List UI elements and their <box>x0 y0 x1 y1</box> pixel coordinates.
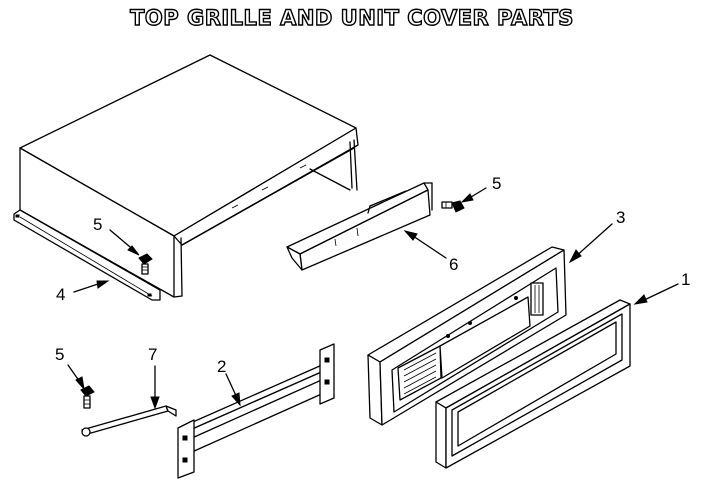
callout-1: 1 <box>681 270 690 289</box>
support-rail <box>177 343 335 479</box>
screw-top <box>138 253 153 275</box>
callout-2: 2 <box>217 357 226 376</box>
grille-bezel <box>435 299 631 469</box>
screw-rear <box>441 200 465 213</box>
grille-frame <box>367 246 567 426</box>
callout-3: 3 <box>616 208 625 227</box>
unit-cover <box>13 54 359 301</box>
vent-slots <box>397 345 442 401</box>
callout-7: 7 <box>148 345 157 364</box>
callout-5-rail-screw: 5 <box>55 345 64 364</box>
screw-rail <box>80 385 95 409</box>
callout-4: 4 <box>56 285 65 304</box>
callout-5-rear-screw: 5 <box>492 174 501 193</box>
leader-lines <box>67 187 679 410</box>
strap <box>81 405 177 437</box>
rear-bracket <box>286 168 433 271</box>
callout-6: 6 <box>449 255 458 274</box>
page-title: TOP GRILLE AND UNIT COVER PARTS <box>129 5 574 30</box>
callout-5-top-screw: 5 <box>93 215 102 234</box>
